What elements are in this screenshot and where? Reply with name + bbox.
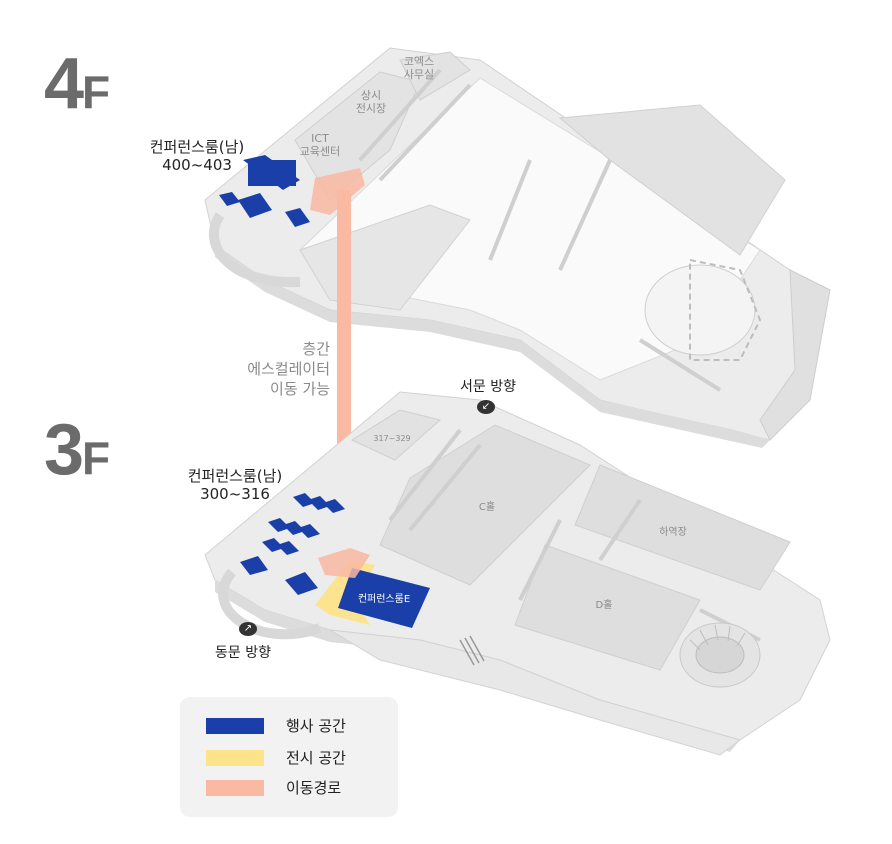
west-gate-label: 서문 방향	[460, 379, 516, 395]
floor-3-label: 3F	[44, 414, 110, 486]
legend-swatch-exhibit	[206, 749, 264, 766]
conference-room-3f-range: 300~316	[200, 485, 270, 503]
legend-swatch-route	[206, 779, 264, 796]
ict-center-line1: ICT	[311, 132, 329, 145]
room-e-label: 컨퍼런스룸E	[358, 593, 410, 605]
arrow-northeast-icon: ↗	[239, 622, 257, 636]
legend-label-exhibit: 전시 공간	[286, 749, 346, 767]
ict-center-line2: 교육센터	[299, 145, 341, 158]
rooms-317-label: 317~329	[373, 434, 410, 443]
coex-office-line2: 사무실	[403, 68, 435, 81]
arrow-southwest-icon: ↙	[477, 400, 495, 414]
floor-4-label: 4F	[44, 48, 110, 120]
escalator-note-line2: 에스컬레이터	[247, 360, 330, 378]
ict-center-label: ICT 교육센터	[285, 132, 355, 158]
exhibition-hall-label: 상시 전시장	[336, 89, 406, 115]
floor-4-suffix: F	[82, 66, 111, 118]
loading-dock-label: 하역장	[659, 525, 687, 538]
exhibition-hall-line1: 상시	[360, 89, 382, 102]
floor-4-plan	[204, 47, 831, 448]
legend-label-route: 이동경로	[286, 779, 342, 797]
conference-room-4f-range: 400~403	[162, 156, 232, 174]
escalator-note: 층간 에스컬레이터 이동 가능	[230, 339, 330, 399]
coex-office-line1: 코엑스	[403, 55, 435, 68]
floor-3-number: 3	[44, 410, 84, 490]
floor-3-suffix: F	[82, 432, 111, 484]
escalator-note-line3: 이동 가능	[270, 380, 330, 398]
hall-d-label: D홀	[596, 598, 613, 611]
escalator-note-line1: 층간	[302, 340, 330, 358]
exhibition-hall-line2: 전시장	[355, 102, 387, 115]
legend-swatch-event	[206, 717, 264, 734]
map-legend: 행사 공간 전시 공간 이동경로	[180, 697, 398, 817]
floor-3-plan	[204, 391, 831, 756]
legend-item-exhibit: 전시 공간	[206, 747, 346, 768]
conference-room-3f-name: 컨퍼런스룸(남)	[187, 467, 283, 485]
conference-room-4f-name: 컨퍼런스룸(남)	[149, 138, 245, 156]
floor-4-number: 4	[44, 44, 84, 124]
hall-c-label: C홀	[479, 500, 495, 513]
conference-room-3f-label: 컨퍼런스룸(남) 300~316	[180, 467, 290, 503]
east-gate-label: 동문 방향	[215, 645, 271, 661]
legend-item-route: 이동경로	[206, 777, 341, 798]
coex-office-label: 코엑스 사무실	[384, 55, 454, 81]
legend-label-event: 행사 공간	[286, 717, 346, 735]
conference-room-4f-label: 컨퍼런스룸(남) 400~403	[142, 138, 252, 174]
legend-item-event: 행사 공간	[206, 715, 346, 736]
